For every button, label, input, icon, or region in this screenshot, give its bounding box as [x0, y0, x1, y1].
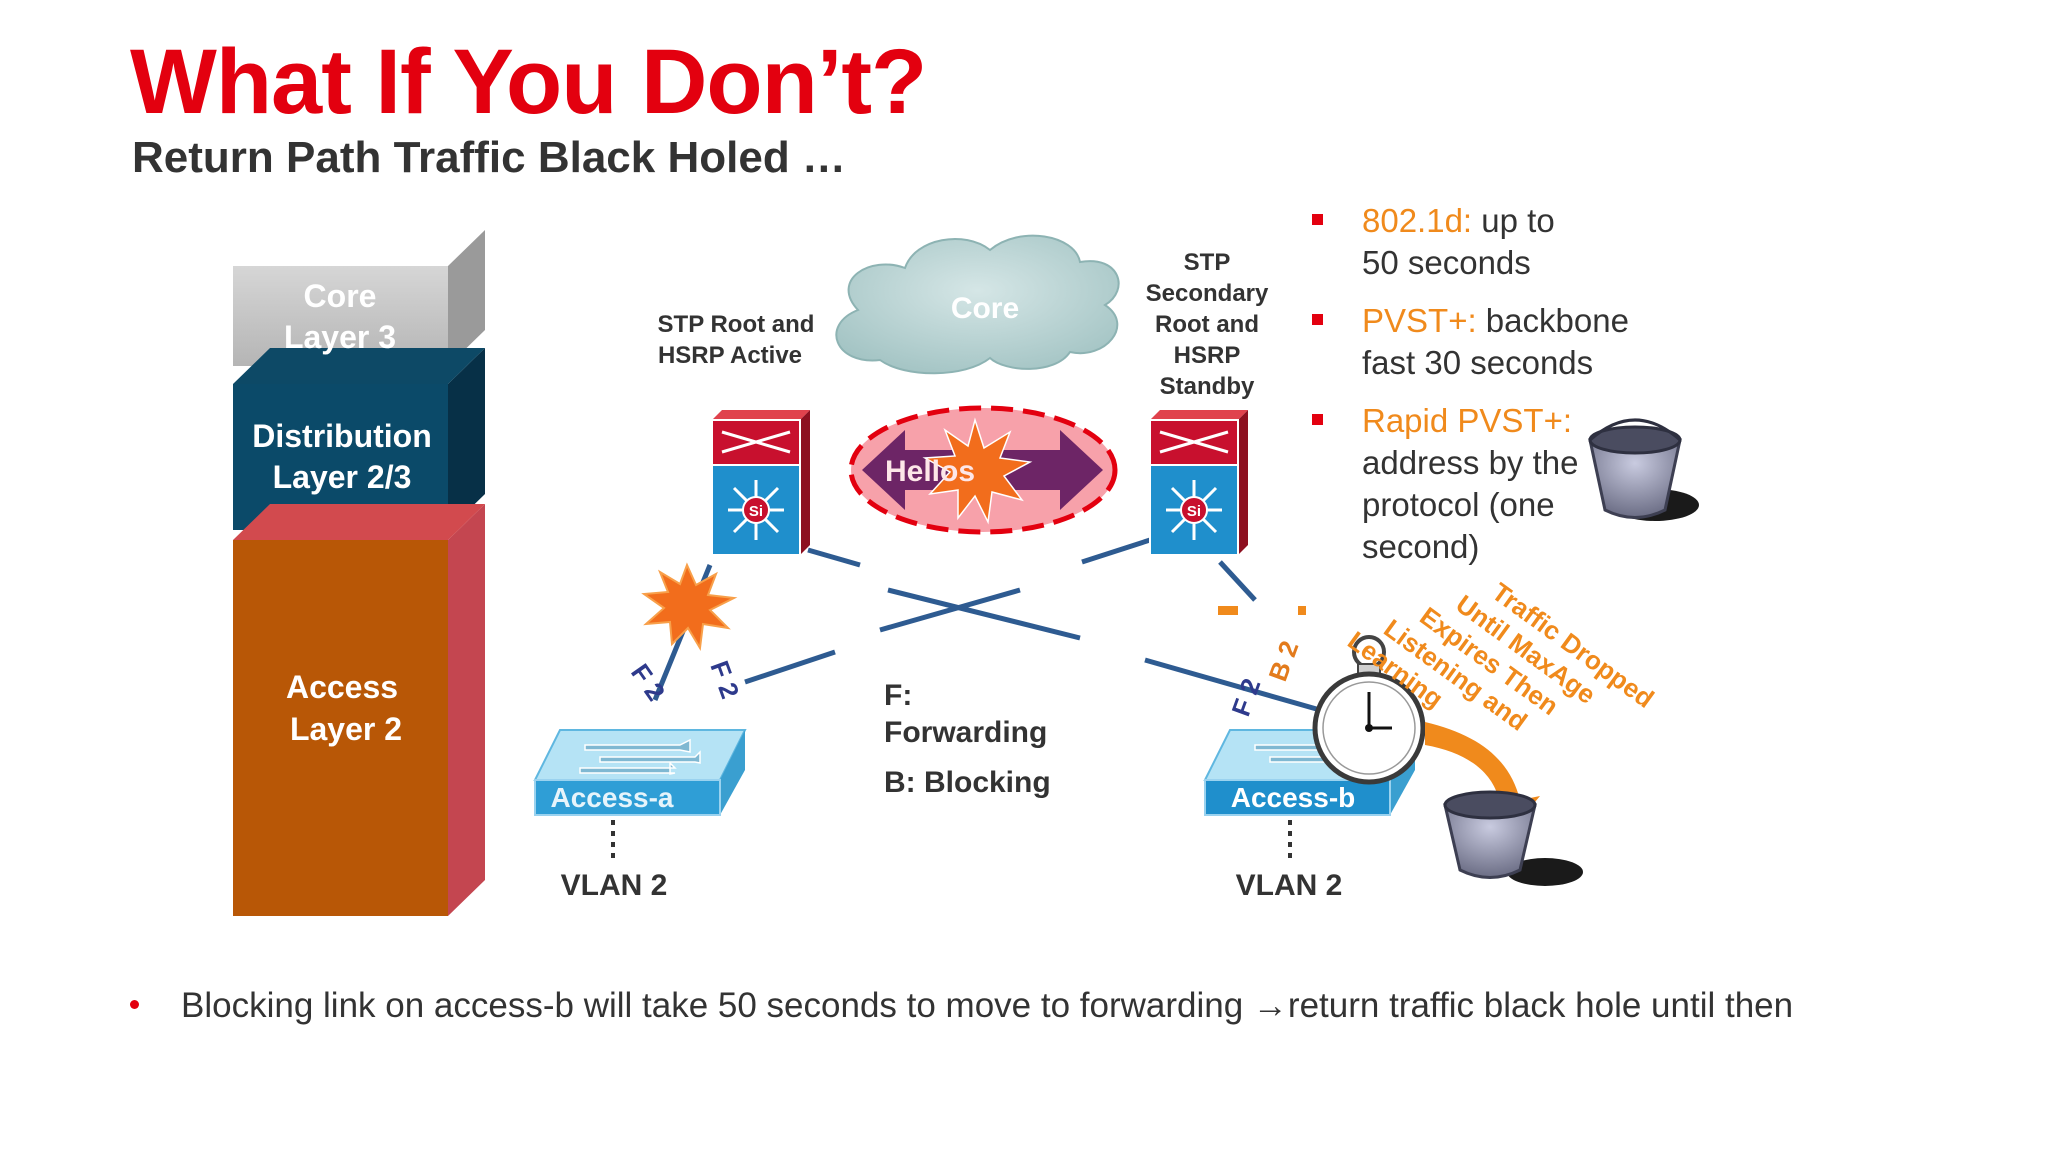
- blocking-marker-right: [1298, 606, 1306, 615]
- bullet-marker: [1312, 414, 1323, 425]
- link-dist2-accessb: [1218, 560, 1257, 602]
- bullet-pvst-text1: backbone: [1476, 302, 1629, 339]
- distribution-switch-secondary: Si: [1149, 410, 1248, 556]
- distribution-layer-line1: Distribution: [252, 418, 432, 454]
- access-b-label: Access-b: [1231, 782, 1356, 813]
- links: [652, 537, 1321, 713]
- stp-secondary-line4: HSRP: [1174, 342, 1241, 369]
- footer-bullet: [130, 1000, 139, 1010]
- port-label-a1: F 2: [625, 658, 671, 706]
- access-a-label: Access-a: [551, 782, 674, 813]
- link-failure-burst-icon: [641, 562, 738, 651]
- port-label-b1: F 2: [1225, 674, 1266, 720]
- bullet-pvst-highlight: PVST+:: [1362, 302, 1477, 339]
- stp-secondary-line2: Secondary: [1146, 280, 1269, 307]
- access-layer-line2: Layer 2: [290, 711, 402, 747]
- link-dist1-cross: [807, 547, 861, 568]
- core-layer-line1: Core: [304, 278, 377, 314]
- legend-f: F:: [884, 679, 912, 712]
- core-cloud: Core: [835, 234, 1120, 375]
- blocking-marker-left: [1218, 606, 1238, 615]
- bullet-8021d: 802.1d: up to 50 seconds: [1312, 200, 1732, 284]
- traffic-dropped-note: Traffic Dropped Until MaxAge Expires The…: [1342, 577, 1659, 737]
- legend-blocking: B: Blocking: [884, 766, 1051, 799]
- distribution-layer-line2: Layer 2/3: [273, 459, 412, 495]
- switch-label-secondary: Si: [1187, 503, 1201, 520]
- stp-root-line2: HSRP Active: [658, 342, 802, 369]
- port-label-a2: F 2: [704, 657, 745, 703]
- bucket-drop-icon: [1443, 790, 1583, 886]
- stopwatch-icon: [1312, 635, 1426, 785]
- vlan-a-label: VLAN 2: [561, 869, 668, 902]
- link-dist2-accessa-lower: [744, 649, 836, 685]
- bullet-rapid-pvst-text2: address by the: [1362, 444, 1579, 481]
- link-dist2-accessa-upper: [879, 587, 1021, 633]
- bullet-pvst-text2: fast 30 seconds: [1362, 344, 1594, 381]
- stp-root-line1: STP Root and: [658, 311, 815, 338]
- switch-label-root: Si: [749, 503, 763, 520]
- hellos-label: Hellos: [885, 455, 975, 488]
- stp-secondary-line3: Root and: [1155, 311, 1259, 338]
- access-layer-block: [233, 540, 448, 916]
- hellos-indicator: Hellos: [848, 405, 1118, 535]
- layer-stack: Core Layer 3 Distribution Layer 2/3 Acce…: [233, 230, 485, 916]
- bullet-rapid-pvst: Rapid PVST+: address by the protocol (on…: [1312, 400, 1732, 568]
- core-cloud-label: Core: [951, 292, 1019, 325]
- stp-timers-list: 802.1d: up to 50 seconds PVST+: backbone…: [1312, 200, 1732, 584]
- core-layer-line2: Layer 3: [284, 319, 396, 355]
- footer-note: Blocking link on access-b will take 50 s…: [130, 986, 1793, 1026]
- bullet-8021d-text1: up to: [1472, 202, 1555, 239]
- distribution-switch-root: Si: [711, 410, 810, 556]
- bullet-pvst: PVST+: backbone fast 30 seconds: [1312, 300, 1732, 384]
- legend-forwarding: Forwarding: [884, 716, 1047, 749]
- access-layer-line1: Access: [286, 669, 398, 705]
- link-accessb-upper: [1144, 657, 1321, 713]
- bullet-rapid-pvst-highlight: Rapid PVST+:: [1362, 402, 1573, 439]
- access-switch-a: Access-a: [533, 729, 747, 816]
- link-dist2-cross: [1081, 537, 1151, 565]
- slide-subtitle: Return Path Traffic Black Holed …: [132, 133, 846, 182]
- vlan-b-label: VLAN 2: [1236, 869, 1343, 902]
- bullet-8021d-text2: 50 seconds: [1362, 244, 1531, 281]
- bullet-marker: [1312, 214, 1323, 225]
- bullet-rapid-pvst-text3: protocol (one: [1362, 486, 1555, 523]
- footer-text: Blocking link on access-b will take 50 s…: [181, 986, 1794, 1025]
- port-label-b2: B 2: [1262, 637, 1304, 685]
- bucket-icon: [1588, 418, 1699, 521]
- bullet-marker: [1312, 314, 1323, 325]
- stp-secondary-line1: STP: [1184, 249, 1231, 276]
- link-dist1-accessb: [887, 587, 1081, 641]
- slide-title: What If You Don’t?: [130, 31, 927, 133]
- bullet-rapid-pvst-text4: second): [1362, 528, 1480, 565]
- bullet-8021d-highlight: 802.1d:: [1362, 202, 1473, 239]
- stp-secondary-line5: Standby: [1160, 373, 1255, 400]
